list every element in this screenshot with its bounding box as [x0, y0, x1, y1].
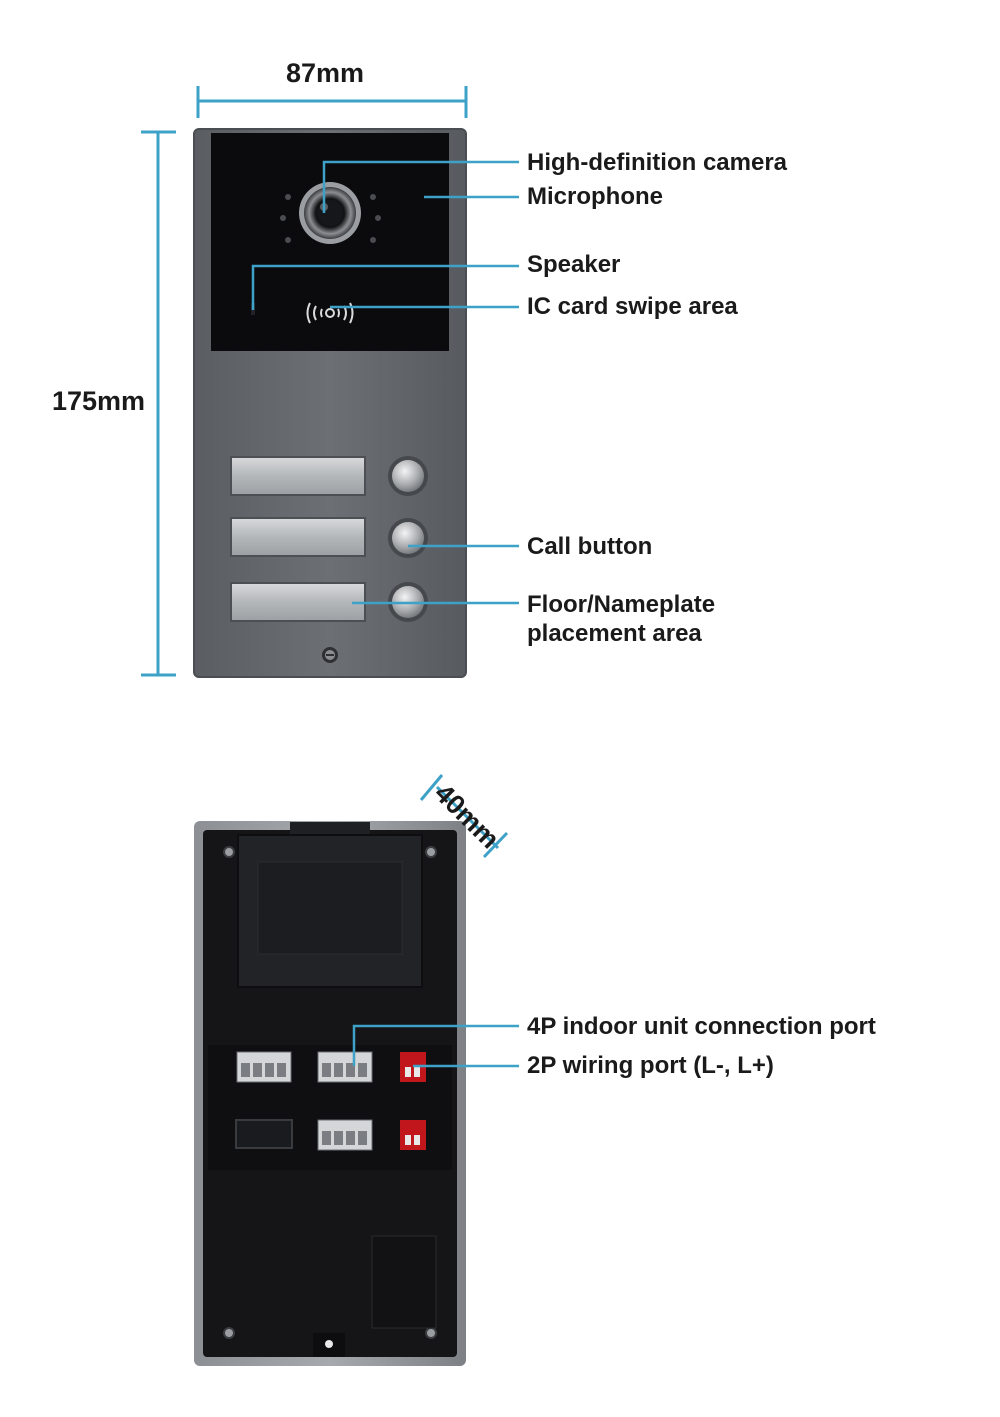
port-4p-leader — [352, 1024, 519, 1066]
depth-dimension — [419, 774, 509, 859]
back-panel — [194, 821, 466, 1366]
nameplates — [230, 456, 366, 622]
ic-card-label: IC card swipe area — [527, 293, 738, 320]
terminal-4p-2 — [317, 1051, 373, 1083]
callout-lines — [251, 160, 519, 1068]
terminal-4p-1 — [236, 1051, 292, 1083]
microphone-label: Microphone — [527, 183, 663, 210]
width-dimension — [196, 86, 468, 118]
port-4p-label: 4P indoor unit connection port — [527, 1013, 876, 1040]
ic-card-icon — [306, 302, 354, 324]
speaker-label: Speaker — [527, 251, 621, 278]
bottom-screw-icon — [313, 1333, 345, 1357]
camera-label: High-definition camera — [527, 149, 788, 176]
corner-screw-icons — [223, 846, 437, 1339]
call-button-1 — [388, 456, 428, 496]
mounting-tab — [290, 822, 370, 836]
empty-terminal-slot — [235, 1119, 293, 1149]
ir-led-icons — [280, 194, 381, 243]
width-label: 87mm — [286, 58, 365, 88]
nameplate-label-line1: Floor/Nameplate — [527, 591, 716, 618]
call-buttons — [388, 456, 428, 622]
speaker-leader — [251, 264, 519, 310]
nameplate-2 — [230, 517, 366, 557]
call-button-label: Call button — [527, 533, 653, 560]
screw-icon — [322, 647, 338, 663]
camera-lens-icon — [299, 182, 361, 244]
nameplate-1 — [230, 456, 366, 496]
height-label: 175mm — [52, 386, 146, 416]
front-panel — [193, 128, 467, 678]
call-button-2 — [388, 518, 428, 558]
terminal-2p-2 — [400, 1120, 426, 1150]
camera-leader — [322, 160, 519, 213]
terminal-4p-3 — [317, 1119, 373, 1151]
port-2p-label: 2P wiring port (L-, L+) — [527, 1052, 774, 1079]
height-dimension — [141, 130, 176, 677]
nameplate-3 — [230, 582, 366, 622]
back-compartment — [371, 1235, 437, 1329]
nameplate-label-line2: placement area — [527, 620, 702, 647]
